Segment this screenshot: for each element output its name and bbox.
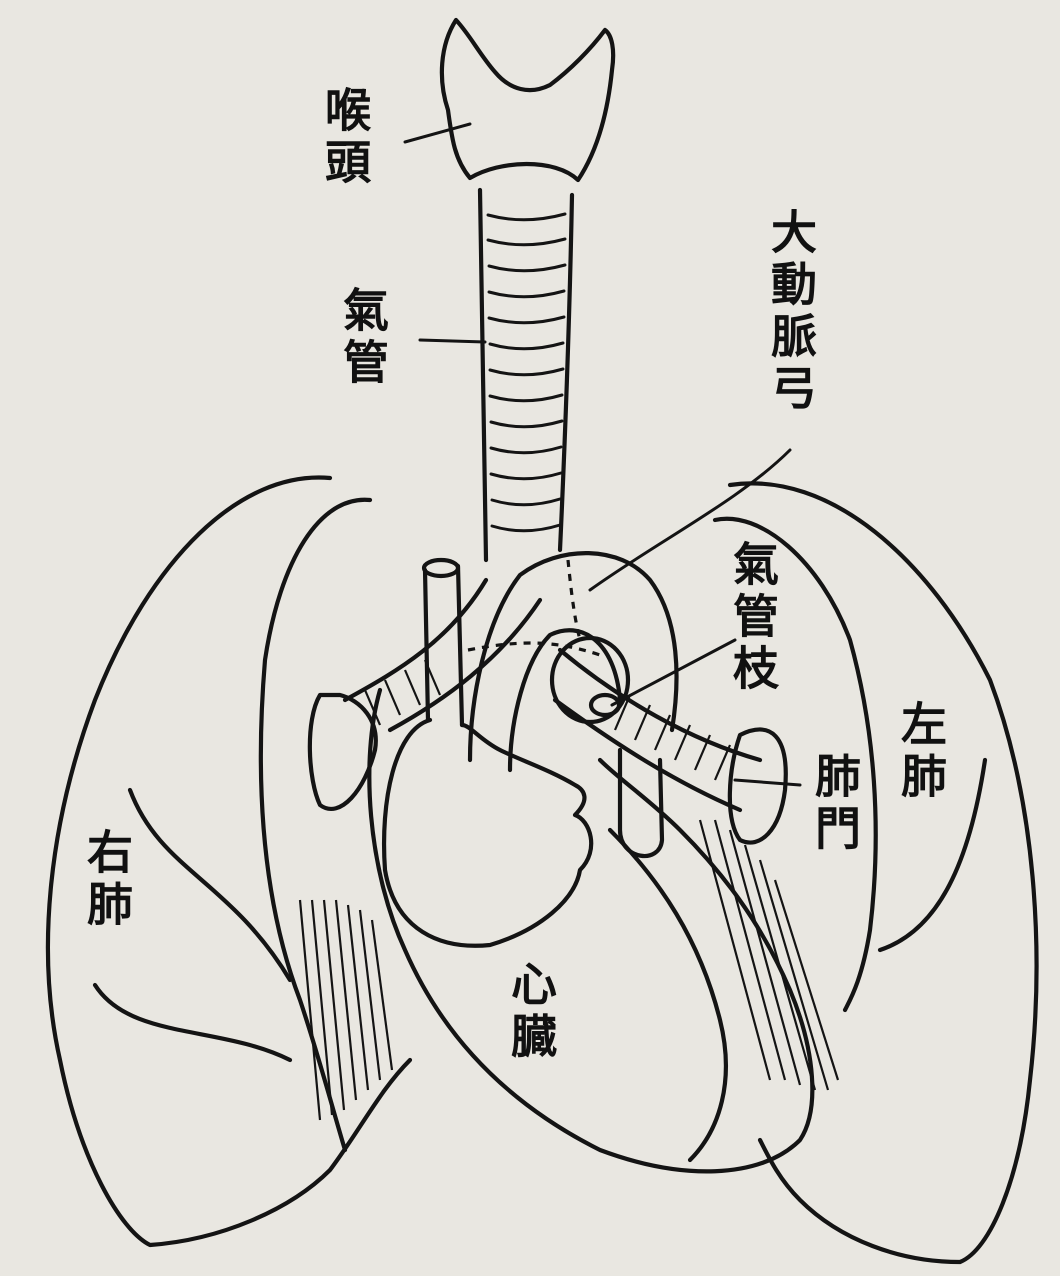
- trachea-rings: [488, 214, 565, 531]
- leader-trachea: [420, 340, 485, 342]
- right-hilum-shading: [300, 900, 392, 1120]
- leader-larynx: [405, 124, 470, 142]
- label-larynx: 喉頭: [322, 86, 368, 190]
- right-lung-fissure-upper: [130, 790, 290, 980]
- label-hilum: 肺門: [812, 752, 858, 856]
- left-bronchus-rings: [615, 695, 730, 780]
- right-atrium: [384, 720, 591, 946]
- aortic-arch: [470, 553, 677, 760]
- right-lung-fissure-lower: [95, 985, 290, 1060]
- label-left-lung: 左肺: [898, 700, 944, 804]
- label-right-lung: 右肺: [84, 828, 130, 932]
- left-hilum-shading: [700, 820, 838, 1090]
- label-heart: 心臓: [508, 960, 554, 1064]
- heart-inner-line: [610, 830, 726, 1160]
- right-hilum-blob: [310, 695, 376, 809]
- larynx-outline: [442, 20, 613, 180]
- label-aortic-arch: 大動脈弓: [768, 208, 814, 416]
- leader-hilum: [735, 780, 800, 785]
- vena-cava-opening: [424, 560, 458, 576]
- label-trachea: 氣管: [340, 286, 386, 390]
- label-bronchi: 氣管枝: [730, 540, 776, 696]
- left-hilum-blob: [730, 730, 786, 843]
